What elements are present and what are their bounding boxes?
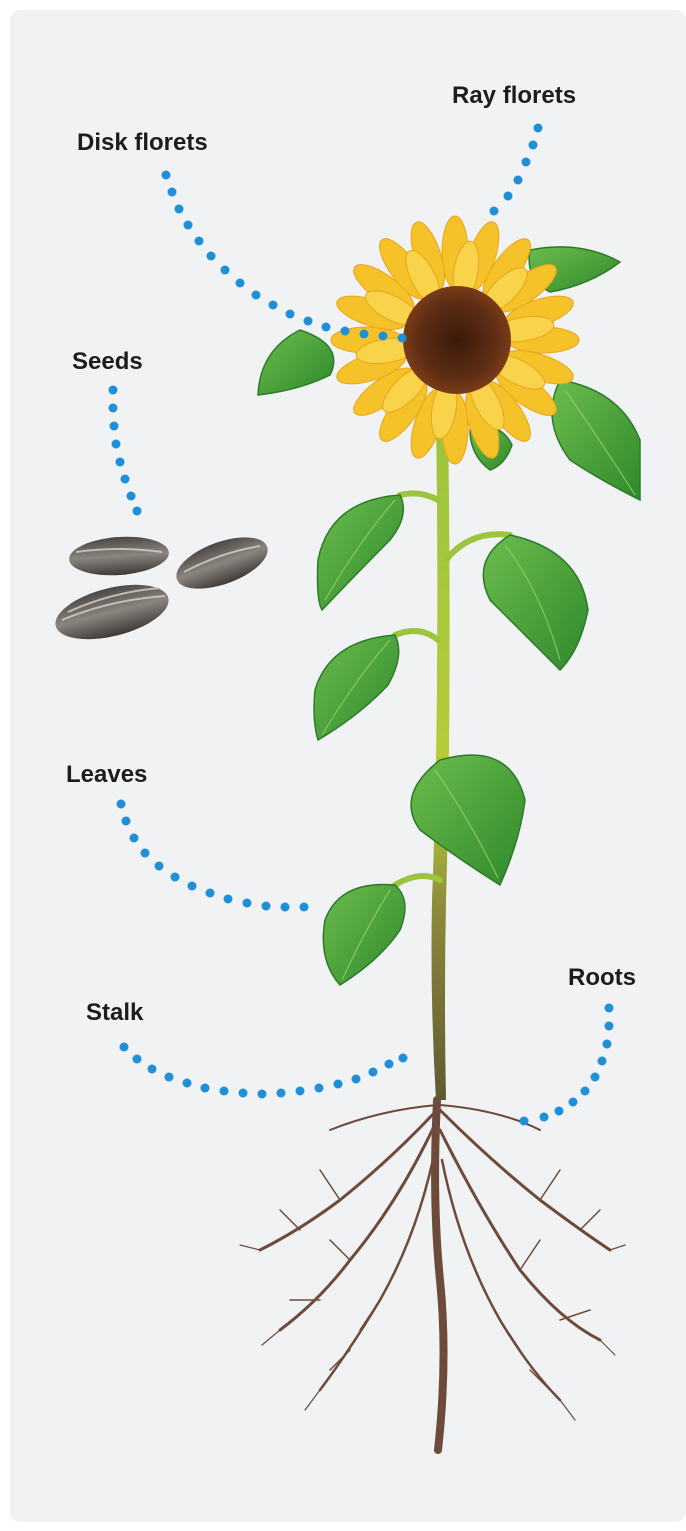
label-stalk: Stalk xyxy=(86,1001,143,1025)
label-roots: Roots xyxy=(568,966,636,990)
roots xyxy=(240,1100,625,1450)
label-leaves: Leaves xyxy=(66,763,147,787)
label-seeds: Seeds xyxy=(72,350,143,374)
label-ray-florets: Ray florets xyxy=(452,84,576,108)
ray-florets-leader xyxy=(490,124,543,216)
roots-leader xyxy=(520,1004,614,1126)
seeds-leader xyxy=(109,386,142,516)
disk-florets xyxy=(403,286,511,394)
leaves-leader xyxy=(117,800,309,912)
seeds xyxy=(50,527,274,649)
stalk-leader xyxy=(120,1043,408,1099)
label-disk-florets: Disk florets xyxy=(77,131,208,155)
